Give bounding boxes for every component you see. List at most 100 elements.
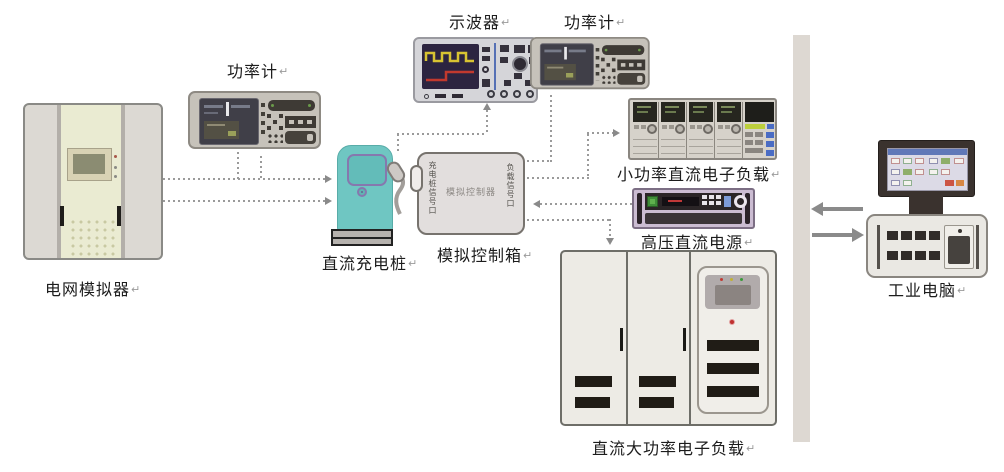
panel-dot (958, 229, 962, 233)
power-meter-left-device (188, 91, 321, 149)
usb-port (435, 94, 446, 98)
label-text: 电网模拟器 (45, 280, 131, 299)
label-text: 直流大功率电子负载 (592, 439, 746, 458)
screen-line (637, 106, 651, 108)
base-key (915, 251, 926, 260)
screen-line (665, 106, 679, 108)
screen-button (891, 158, 900, 164)
grid-simulator-cabinet (23, 103, 163, 260)
dashed-connector-pile-to-osc-v2 (486, 110, 488, 134)
terminal-cluster (267, 133, 283, 143)
menu-button (482, 56, 490, 61)
pc-monitor (878, 140, 975, 197)
usb-port (452, 94, 463, 98)
label-power-meter-top: 功率计↵ (564, 9, 625, 33)
label-text: 功率计 (564, 13, 616, 32)
function-key-blue (767, 124, 774, 129)
emergency-dot (729, 319, 735, 325)
base-key (901, 231, 912, 240)
terminal-dot (279, 114, 283, 118)
menu-knob (482, 66, 489, 73)
screen-subpanel (544, 64, 576, 81)
arrow-to-system (811, 202, 863, 216)
base-grille (976, 225, 979, 269)
function-key-green (745, 124, 765, 129)
button-dot (361, 191, 363, 193)
control-button (514, 45, 525, 53)
oscilloscope-device (413, 37, 538, 103)
indicator-dot (114, 166, 117, 169)
control-box-device: 充电桩信号口 负载信号口 模拟控制器 (410, 152, 525, 235)
dashed-connector-box-to-smallload-h1 (527, 177, 589, 179)
screen-button (954, 158, 964, 164)
connector-arrowhead (325, 197, 332, 205)
vent-bar (707, 386, 759, 397)
screen-button (945, 180, 954, 186)
screen-button (941, 169, 950, 175)
divider-bar (793, 35, 810, 442)
terminal-notch (289, 120, 294, 124)
dashed-stub-powermeter-left-b (260, 156, 262, 179)
module-line (661, 153, 685, 154)
screen-line (665, 111, 676, 113)
keypad-key (745, 140, 753, 145)
terminal-block (617, 59, 646, 71)
load-controller-module (744, 102, 775, 158)
screen-chip (228, 131, 236, 136)
module-knob (647, 124, 657, 134)
label-text: 直流充电桩 (322, 254, 408, 273)
charging-pile-base (331, 229, 393, 246)
keypad-key (709, 195, 714, 199)
power-meter-top-device (530, 37, 650, 90)
panel-divider (494, 43, 496, 90)
screen-readout (544, 49, 562, 53)
pc-monitor-stand (909, 196, 943, 216)
label-grid-simulator: 电网模拟器↵ (45, 276, 140, 300)
module-line (661, 146, 685, 147)
bar-hook (637, 75, 643, 82)
base-screen (948, 236, 970, 264)
connector-arrowhead (613, 129, 620, 137)
control-box-right-port-label: 负载信号口 (506, 163, 515, 208)
screen-readout (204, 112, 218, 114)
terminal-dot (611, 68, 616, 73)
led-green (740, 278, 743, 281)
pc-base-unit (866, 214, 988, 278)
bar-hook (307, 134, 313, 141)
screen-button (891, 169, 900, 175)
load-module (688, 102, 715, 158)
connector-arrowhead (606, 238, 614, 245)
arrow-head-right (852, 228, 864, 242)
arrow-to-pc (812, 228, 864, 242)
module-line (633, 153, 657, 154)
keypad-key (716, 195, 721, 199)
screen-button (915, 169, 924, 175)
screen-button (941, 158, 950, 164)
panel-screen (715, 285, 751, 305)
nav-button (504, 80, 511, 86)
module-key (725, 125, 730, 129)
module-line (689, 139, 713, 140)
terminal-cluster (267, 114, 283, 130)
control-box-left-port-label: 充电桩信号口 (428, 161, 437, 215)
load-module (660, 102, 687, 158)
screen-line (693, 106, 707, 108)
label-text: 模拟控制箱 (437, 246, 523, 265)
cabinet-door-seam (626, 252, 628, 424)
keypad-key (702, 201, 707, 205)
dashed-connector-powermeter-top-h (527, 160, 551, 162)
charging-pile-device (337, 145, 393, 233)
connector-dot (604, 48, 608, 52)
screen-button (903, 158, 912, 164)
display-digits (668, 200, 682, 202)
base-key (887, 231, 898, 240)
screen-readout (204, 105, 223, 108)
module-key (662, 125, 667, 129)
bnc-connector (500, 90, 508, 98)
paragraph-mark: ↵ (408, 257, 418, 270)
module-line (717, 146, 741, 147)
module-knob (675, 124, 685, 134)
indicator-dot (114, 155, 117, 158)
terminal-dot (601, 57, 605, 62)
